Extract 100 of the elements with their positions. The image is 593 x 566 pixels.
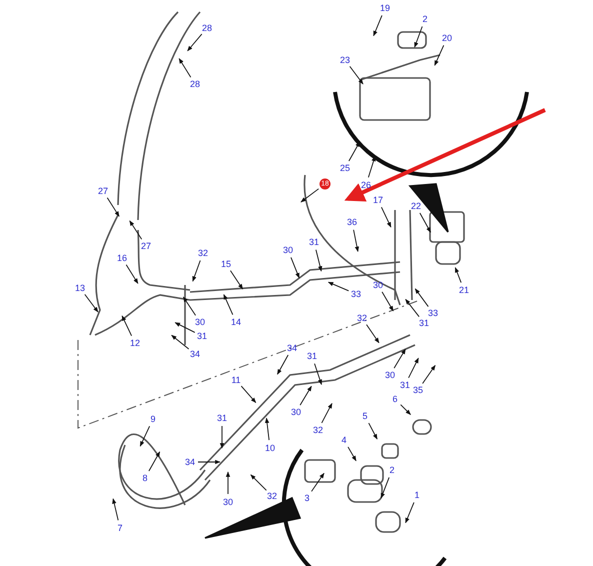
leader-line	[112, 498, 119, 521]
callout-number: 32	[313, 425, 323, 435]
callout-number: 19	[380, 3, 390, 13]
leader-line	[174, 322, 196, 333]
leader-line	[454, 267, 462, 283]
callout-number: 32	[357, 313, 367, 323]
leader-line	[368, 156, 376, 178]
leader-line	[250, 474, 267, 491]
leader-line	[366, 324, 380, 344]
leader-line	[226, 471, 230, 494]
leader-line	[192, 260, 201, 282]
callout-number: 30	[291, 407, 301, 417]
leader-line	[140, 426, 150, 447]
leader-line	[171, 334, 190, 350]
leader-line	[348, 141, 360, 162]
callout-number: 1	[414, 490, 420, 500]
callout-number: 30	[385, 370, 395, 380]
leader-line	[220, 426, 224, 449]
callout-number: 31	[419, 318, 429, 328]
leader-line	[394, 348, 406, 369]
callout-number: 5	[362, 411, 368, 421]
callout-number: 2	[422, 14, 428, 24]
callout-number: 22	[411, 201, 421, 211]
callout-number: 21	[459, 285, 469, 295]
leader-line	[240, 386, 256, 404]
leader-line	[408, 358, 419, 378]
callout-number: 33	[428, 308, 438, 318]
leader-line	[300, 386, 312, 406]
callout-number: 27	[98, 186, 108, 196]
callout-number: 32	[267, 491, 277, 501]
callout-number: 35	[413, 385, 423, 395]
leader-line	[182, 296, 196, 316]
leader-line	[187, 34, 202, 52]
leader-line	[290, 256, 300, 278]
leader-line	[414, 26, 423, 48]
leader-line	[276, 354, 289, 375]
callout-number: 30	[195, 317, 205, 327]
leader-line	[198, 460, 221, 464]
leader-line	[349, 66, 364, 84]
callout-number: 32	[198, 248, 208, 258]
callout-number: 31	[197, 331, 207, 341]
callout-number: 14	[231, 317, 241, 327]
leader-line	[422, 364, 436, 384]
callout-number: 30	[283, 245, 293, 255]
leader-line	[405, 502, 414, 524]
leader-line	[311, 472, 324, 492]
leader-line	[178, 58, 192, 78]
leader-line	[434, 44, 444, 66]
leader-line	[414, 288, 429, 307]
leader-line	[321, 402, 332, 424]
leader-line	[84, 294, 98, 312]
leader-line	[368, 422, 378, 440]
leader-line	[126, 264, 138, 284]
callout-number: 28	[202, 23, 212, 33]
callout-number: 31	[307, 351, 317, 361]
leader-line	[328, 282, 350, 292]
callout-number: 6	[392, 394, 398, 404]
leader-line	[314, 363, 322, 385]
callout-number: 31	[309, 237, 319, 247]
leader-line	[264, 418, 270, 440]
leader-line	[348, 446, 356, 462]
callout-number: 13	[75, 283, 85, 293]
callout-number: 4	[342, 435, 346, 445]
callout-number: 15	[221, 259, 231, 269]
leader-line	[300, 188, 320, 202]
callout-number: 2	[390, 465, 394, 475]
leader-line	[148, 451, 160, 472]
callout-number: 26	[361, 180, 371, 190]
callout-number: 25	[340, 163, 350, 173]
callout-number: 8	[142, 473, 148, 483]
callout-number: 23	[340, 55, 350, 65]
leader-line	[230, 270, 244, 290]
callout-number: 34	[185, 457, 195, 467]
leader-line	[382, 291, 394, 312]
leader-line	[129, 220, 142, 240]
callout-number: 31	[400, 380, 410, 390]
callout-number: 36	[347, 217, 357, 227]
callout-number: 27	[141, 241, 151, 251]
callout-number: 12	[130, 338, 140, 348]
callout-number: 9	[150, 414, 156, 424]
callout-number: 33	[351, 289, 361, 299]
callout-number: 34	[287, 343, 297, 353]
leader-line	[353, 229, 360, 252]
leader-line	[106, 197, 120, 217]
leader-line	[381, 206, 392, 228]
callout-number: 28	[190, 79, 200, 89]
callout-number: 30	[223, 497, 233, 507]
callout-number: 20	[442, 33, 452, 43]
leader-line	[419, 212, 432, 233]
leader-line	[122, 315, 132, 336]
leader-line	[373, 14, 382, 36]
leader-line	[400, 404, 411, 415]
callout-number: 11	[231, 375, 241, 385]
leader-line	[316, 249, 322, 272]
callout-number: 30	[373, 280, 383, 290]
callout-number: 17	[373, 195, 383, 205]
callout-number: 34	[190, 349, 200, 359]
leader-line	[223, 294, 234, 316]
leader-line	[380, 477, 390, 498]
callout-number: 7	[118, 523, 122, 533]
